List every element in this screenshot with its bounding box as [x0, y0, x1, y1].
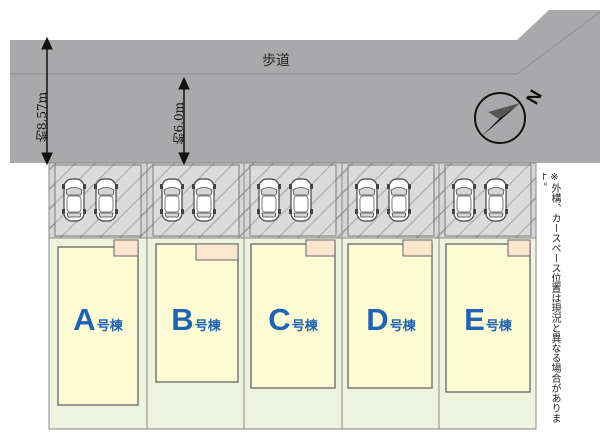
car-icon — [354, 178, 380, 222]
lot-suffix: 号棟 — [194, 319, 221, 334]
car-icon — [386, 178, 412, 222]
lot-letter: E — [464, 302, 485, 337]
compass-icon — [474, 92, 526, 144]
porch-b — [195, 243, 239, 261]
porch-c — [305, 239, 336, 257]
dimension-front-arrow — [178, 76, 190, 166]
dimension-total-label: 約8.57m — [35, 92, 49, 143]
road-center-line-diagonal — [516, 11, 600, 75]
car-icon — [288, 178, 314, 222]
car-icon — [191, 178, 217, 222]
lot-letter: C — [268, 302, 291, 337]
lot-letter: A — [73, 302, 96, 337]
lot-suffix: 号棟 — [389, 319, 416, 334]
lot-suffix: 号棟 — [485, 319, 512, 334]
house-e — [445, 243, 531, 393]
porch-e — [507, 239, 531, 257]
lot-letter: D — [366, 302, 389, 337]
car-icon — [483, 178, 509, 222]
dimension-total-arrow — [41, 36, 53, 166]
car-icon — [256, 178, 282, 222]
house-a — [57, 246, 139, 406]
dimension-front-label: 約6.0m — [172, 102, 186, 145]
disclaimer-note: ※外構、カースペース位置は現況と異なる場合があります。 — [543, 172, 560, 423]
car-icon — [451, 178, 477, 222]
house-d — [347, 243, 433, 389]
lot-suffix: 号棟 — [291, 319, 318, 334]
lot-suffix: 号棟 — [96, 319, 123, 334]
car-icon — [159, 178, 185, 222]
lot-letter: B — [171, 302, 194, 337]
road-label: 歩道 — [262, 53, 290, 69]
porch-d — [402, 239, 433, 257]
porch-a — [113, 239, 139, 257]
house-c — [250, 243, 336, 389]
road — [10, 10, 600, 163]
house-b — [155, 243, 239, 383]
car-icon — [93, 178, 119, 222]
car-icon — [61, 178, 87, 222]
